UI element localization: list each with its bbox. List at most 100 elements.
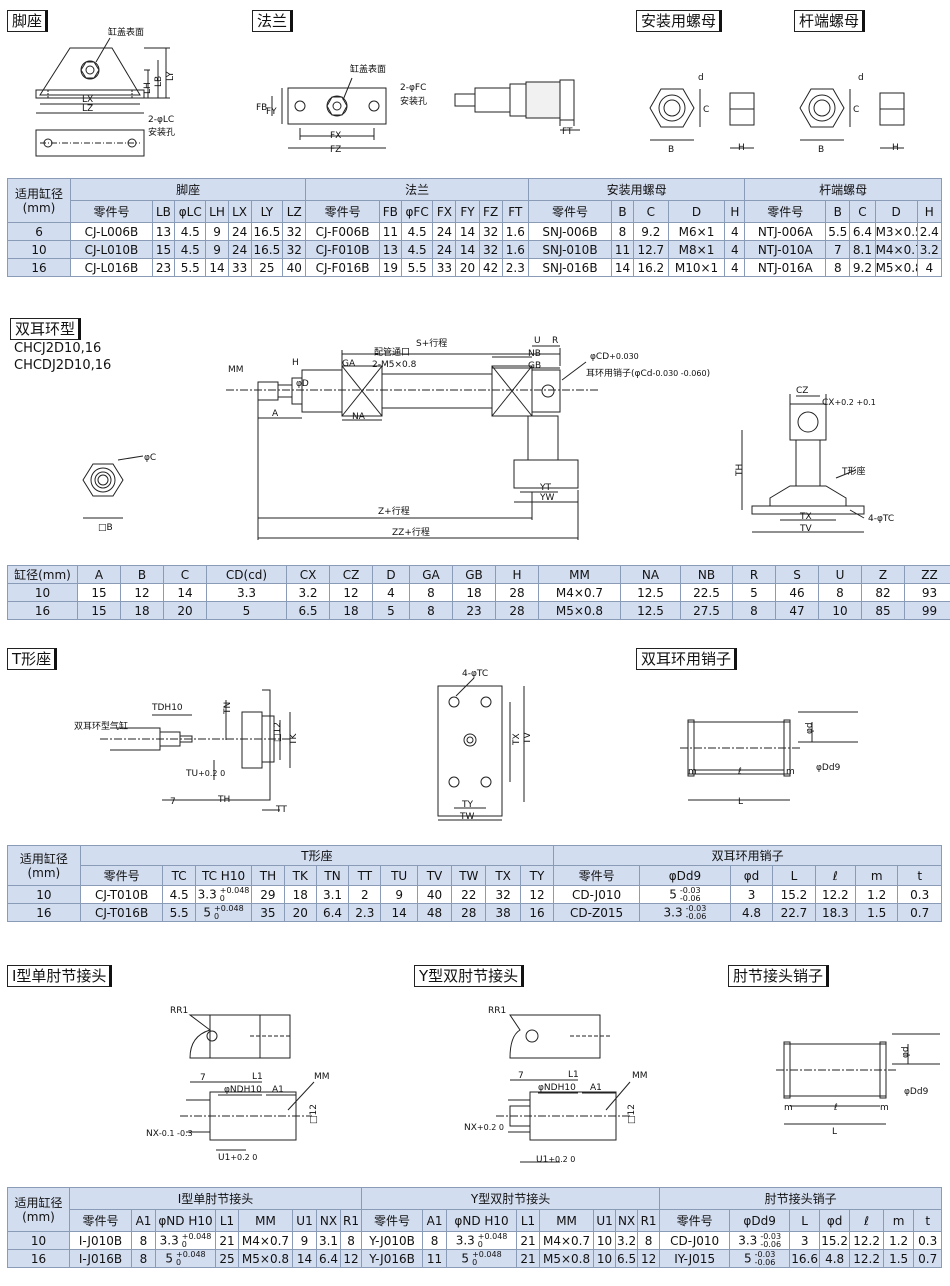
t4-cell: 15.2 bbox=[819, 1231, 851, 1250]
clevis-yw-label: YW bbox=[539, 493, 554, 503]
t1-cell: M10×1 bbox=[667, 258, 726, 277]
pin-m2-label: m bbox=[786, 767, 795, 777]
t1-cell: 9.2 bbox=[633, 222, 669, 241]
t1-cell: SNJ-006B bbox=[527, 222, 612, 241]
t4-cell: 12 bbox=[637, 1249, 661, 1268]
t3-cell: 18.3 bbox=[814, 903, 857, 922]
tbr-ty-label: TY bbox=[461, 800, 473, 810]
t2-cell: 27.5 bbox=[680, 601, 733, 620]
t1-cell: 42 bbox=[478, 258, 503, 277]
t3-cell: 1.2 bbox=[854, 885, 899, 904]
t1-header: FX bbox=[432, 200, 457, 223]
clevis-c-label: φC bbox=[144, 453, 156, 463]
yj-12-label: □12 bbox=[627, 1104, 637, 1124]
t2-cell: 10 bbox=[818, 601, 862, 620]
t2-cell: 18 bbox=[120, 601, 164, 620]
t1-cell: 4 bbox=[916, 258, 943, 277]
clevis-stroke-label: S+行程 bbox=[416, 337, 447, 349]
section-title-flange: 法兰 bbox=[252, 10, 294, 32]
t1-cell: 24 bbox=[227, 222, 252, 241]
t2-header: NB bbox=[680, 565, 733, 584]
clevis-gb-label: GB bbox=[528, 361, 541, 371]
t4-header: φND H10 bbox=[155, 1209, 216, 1232]
t1-cell: 1.6 bbox=[501, 240, 529, 259]
t1-cell: CJ-L010B bbox=[70, 240, 153, 259]
t3-cell: 10 bbox=[7, 885, 81, 904]
pin-d-label: φd bbox=[805, 722, 815, 734]
tbr-tu-label: TU+0.2 0 bbox=[185, 769, 225, 779]
ij-7-label: 7 bbox=[200, 1073, 206, 1083]
ij-l1-label: L1 bbox=[252, 1072, 263, 1082]
t4-cell: 21 bbox=[516, 1249, 541, 1268]
clevis-pin-label: 耳环用销子(φCd-0.030 -0.060) bbox=[586, 367, 710, 379]
rod-nut-d-label: d bbox=[858, 73, 864, 83]
ij-a1-label: A1 bbox=[272, 1085, 284, 1095]
joints-drawing: RR1 7 L1 φNDH10 A1 MM NX-0.1 -0.3 □12 U1… bbox=[146, 1006, 940, 1165]
t1-corner: 适用缸径(mm) bbox=[6, 178, 72, 223]
t1-cell: 33 bbox=[227, 258, 252, 277]
rod-nut-c-label: C bbox=[853, 105, 859, 115]
t4-cell: 1.2 bbox=[883, 1231, 915, 1250]
section-title-rod-nut: 杆端螺母 bbox=[794, 10, 866, 32]
t4-cell: I-J016B bbox=[69, 1249, 132, 1268]
t4-cell: 8 bbox=[422, 1231, 448, 1250]
t2-cell: 3.2 bbox=[286, 583, 330, 602]
t1-cell: 15 bbox=[151, 240, 175, 259]
t3-header: t bbox=[897, 865, 942, 886]
nut-b-label: B bbox=[668, 145, 674, 155]
tbr-tn-label: TN bbox=[223, 702, 233, 715]
clevis-r-label: R bbox=[552, 336, 558, 346]
t2-cell: M5×0.8 bbox=[538, 601, 621, 620]
tbr-tw-label: TW bbox=[459, 812, 474, 822]
t4-header: MM bbox=[238, 1209, 293, 1232]
t4-header: 零件号 bbox=[69, 1209, 132, 1232]
t4-header: 零件号 bbox=[659, 1209, 731, 1232]
t2-header: CD(cd) bbox=[206, 565, 287, 584]
t4-cell: M4×0.7 bbox=[539, 1231, 595, 1250]
t2-cell: 47 bbox=[775, 601, 819, 620]
t2-cell: 5 bbox=[372, 601, 410, 620]
tbr-cyl-label: 双耳环型气缸 bbox=[74, 720, 128, 732]
flange-fb-label: FB bbox=[256, 103, 267, 113]
t2-header: CX bbox=[286, 565, 330, 584]
t2-header: C bbox=[163, 565, 207, 584]
t3-cell: 5.5 bbox=[162, 903, 196, 922]
foot-lz-label: LZ bbox=[82, 104, 93, 114]
t4-header: 零件号 bbox=[361, 1209, 424, 1232]
t3-cell: 20 bbox=[283, 903, 317, 922]
t4-cell: 16 bbox=[7, 1249, 70, 1268]
foot-drawing: 缸盖表面 LH LB LY LX LZ 2-φLC 安装孔 bbox=[35, 26, 176, 157]
foot-lc-label: 2-φLC bbox=[148, 115, 174, 125]
t1-group: 法兰 bbox=[305, 178, 529, 201]
tbr-tk-label: TK bbox=[289, 733, 299, 746]
t1-cell: 24 bbox=[432, 240, 457, 259]
t2-cell: 28 bbox=[495, 583, 539, 602]
section-title-clevis-pin: 双耳环用销子 bbox=[636, 648, 738, 670]
t1-cell: 4.5 bbox=[400, 240, 434, 259]
t2-cell: 20 bbox=[163, 601, 207, 620]
flange-drawing: 缸盖表面 2-φFC 安装孔 FB FY FX FZ FT bbox=[256, 63, 580, 155]
t3-cell: 1.5 bbox=[854, 903, 899, 922]
t1-header: D bbox=[874, 200, 918, 223]
t4-cell: 21 bbox=[215, 1231, 239, 1250]
t3-header: TH bbox=[251, 865, 285, 886]
tbr-tv-label: TV bbox=[523, 732, 533, 745]
t4-cell: 21 bbox=[516, 1231, 541, 1250]
tbr-7-label: 7 bbox=[170, 797, 176, 807]
clevis-cz-label: CZ bbox=[796, 386, 808, 396]
t2-cell: 6.5 bbox=[286, 601, 330, 620]
t3-header: φd bbox=[729, 865, 774, 886]
t2-cell: 12.5 bbox=[620, 601, 681, 620]
t2-cell: 82 bbox=[861, 583, 905, 602]
t4-corner: 适用缸径(mm) bbox=[7, 1187, 70, 1232]
t1-cell: 2.3 bbox=[501, 258, 529, 277]
t4-header: L1 bbox=[215, 1209, 239, 1232]
